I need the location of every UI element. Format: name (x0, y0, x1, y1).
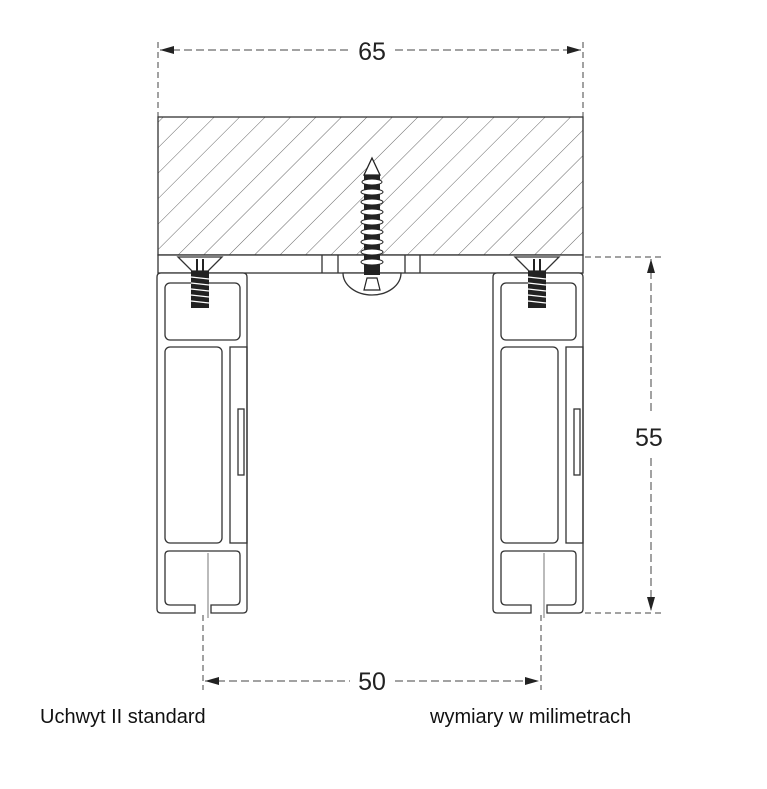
dimension-height-right: 55 (585, 256, 663, 614)
rail-profile-left (156, 272, 248, 619)
rail-profile-right (492, 272, 584, 619)
dimension-width-top: 65 (157, 38, 584, 117)
caption-units: wymiary w milimetrach (430, 706, 632, 728)
wood-screw (342, 156, 402, 296)
dimension-width-bottom: 50 (202, 615, 542, 696)
dimension-label-50: 50 (358, 668, 386, 696)
dimension-label-55: 55 (635, 424, 663, 452)
dimension-label-65: 65 (358, 38, 386, 66)
caption-title: Uchwyt II standard (40, 706, 206, 728)
